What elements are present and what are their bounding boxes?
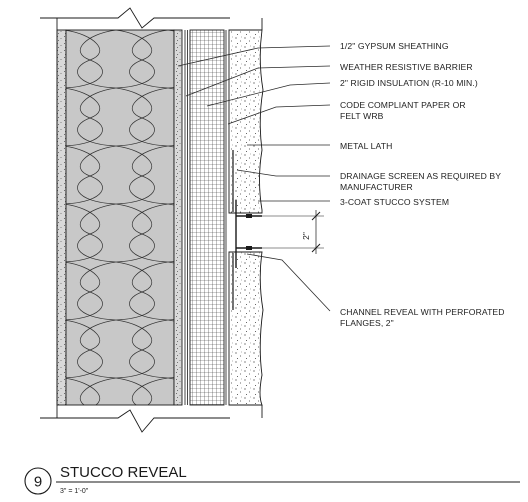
detail-number: 9 (34, 474, 42, 491)
detail-number-circle (24, 467, 52, 495)
callout-drainage-screen-line-2: MANUFACTURER (340, 182, 413, 192)
callout-metal-lath: METAL LATH (340, 141, 392, 151)
callout-stucco-system: 3-COAT STUCCO SYSTEM (340, 197, 449, 207)
batt-insulation (65, 29, 175, 406)
break-line-bottom (40, 409, 230, 433)
callout-paper-wrb-line-2: FELT WRB (340, 111, 384, 121)
callout-weather-resistive-barrier: WEATHER RESISTIVE BARRIER (340, 62, 473, 72)
callout-leaders (177, 45, 331, 312)
detail-scale: 3" = 1'-0" (60, 488, 89, 495)
detail-title-block: 9 STUCCO REVEAL 3" = 1'-0" (24, 464, 520, 495)
gypsum-sheathing (173, 29, 183, 406)
rigid-insulation (189, 29, 225, 406)
callout-rigid-insulation: 2" RIGID INSULATION (R-10 MIN.) (340, 78, 478, 88)
callout-gypsum-sheathing: 1/2" GYPSUM SHEATHING (340, 41, 449, 51)
detail-title: STUCCO REVEAL (60, 464, 187, 481)
callout-paper-wrb-line-1: CODE COMPLIANT PAPER OR (340, 100, 466, 110)
callout-channel-reveal-line-1: CHANNEL REVEAL WITH PERFORATED (340, 307, 505, 317)
callout-labels: 1/2" GYPSUM SHEATHING WEATHER RESISTIVE … (340, 41, 505, 328)
channel-reveal (235, 200, 262, 268)
break-line-top (40, 7, 230, 29)
reveal-dimension-label: 2" (301, 232, 311, 240)
reveal-dimension: 2" (262, 210, 324, 254)
stucco-lower (228, 251, 264, 406)
interior-gypsum-board (56, 29, 67, 406)
wall-section (40, 7, 264, 433)
callout-channel-reveal-line-2: FLANGES, 2" (340, 318, 394, 328)
callout-drainage-screen-line-1: DRAINAGE SCREEN AS REQUIRED BY (340, 171, 501, 181)
